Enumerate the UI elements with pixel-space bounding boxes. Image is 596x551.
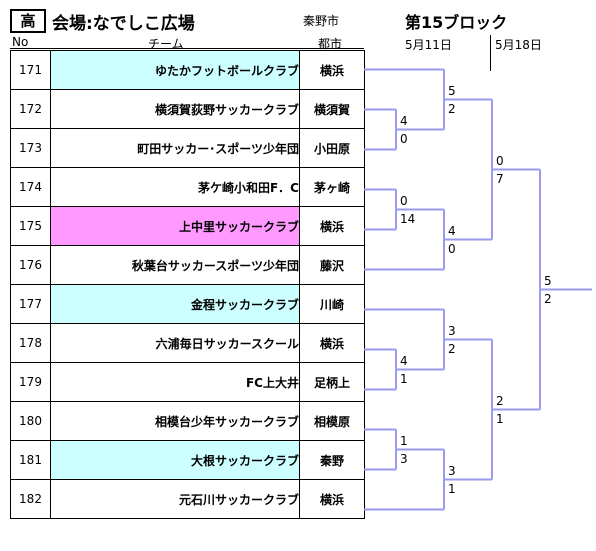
team-name: 六浦毎日サッカースクール — [50, 323, 300, 363]
team-number: 175 — [10, 206, 51, 246]
match-score: 0 — [400, 193, 408, 208]
team-city: 相模原 — [299, 401, 365, 441]
team-name: 相模台少年サッカークラブ — [50, 401, 300, 441]
match-score: 2 — [544, 291, 552, 306]
team-number: 181 — [10, 440, 51, 480]
match-score: 3 — [400, 451, 408, 466]
match-score: 1 — [400, 433, 408, 448]
match-score: 5 — [448, 83, 456, 98]
date-separator — [490, 35, 491, 71]
match-score: 1 — [400, 371, 408, 386]
date-round-1: 5月11日 — [405, 38, 452, 52]
venue-title: 会場:なでしこ広場 — [52, 14, 195, 34]
match-score: 1 — [448, 481, 456, 496]
match-score: 2 — [448, 101, 456, 116]
match-score: 0 — [496, 153, 504, 168]
match-score: 7 — [496, 171, 504, 186]
match-score: 3 — [448, 463, 456, 478]
team-city: 小田原 — [299, 128, 365, 168]
team-name: 茅ケ崎小和田F．C — [50, 167, 300, 207]
team-name: 元石川サッカークラブ — [50, 479, 300, 519]
host-city: 秦野市 — [303, 14, 340, 28]
match-score: 4 — [448, 223, 456, 238]
date-round-2: 5月18日 — [495, 38, 542, 52]
team-city: 横浜 — [299, 206, 365, 246]
team-number: 182 — [10, 479, 51, 519]
header-rule — [10, 48, 364, 49]
team-city: 横浜 — [299, 479, 365, 519]
team-city: 茅ヶ崎 — [299, 167, 365, 207]
match-score: 0 — [448, 241, 456, 256]
column-header-team: チーム — [148, 37, 184, 51]
match-score: 5 — [544, 273, 552, 288]
team-number: 180 — [10, 401, 51, 441]
match-score: 4 — [400, 113, 408, 128]
match-score: 1 — [496, 411, 504, 426]
column-header-no: No — [12, 35, 29, 49]
grade-label: 高 — [10, 9, 46, 33]
team-city: 足柄上 — [299, 362, 365, 402]
column-header-city: 都市 — [318, 37, 343, 51]
team-number: 173 — [10, 128, 51, 168]
match-score: 4 — [400, 353, 408, 368]
team-name: ゆたかフットボールクラブ — [50, 50, 300, 90]
team-name: 町田サッカー･スポーツ少年団 — [50, 128, 300, 168]
match-score: 0 — [400, 131, 408, 146]
team-name: 上中里サッカークラブ — [50, 206, 300, 246]
team-city: 横浜 — [299, 50, 365, 90]
team-city: 藤沢 — [299, 245, 365, 285]
team-name: FC上大井 — [50, 362, 300, 402]
match-score: 2 — [496, 393, 504, 408]
team-name: 大根サッカークラブ — [50, 440, 300, 480]
team-city: 川崎 — [299, 284, 365, 324]
match-score: 14 — [400, 211, 416, 226]
team-city: 横浜 — [299, 323, 365, 363]
match-score: 3 — [448, 323, 456, 338]
match-score: 2 — [448, 341, 456, 356]
block-title: 第15ブロック — [405, 13, 508, 32]
